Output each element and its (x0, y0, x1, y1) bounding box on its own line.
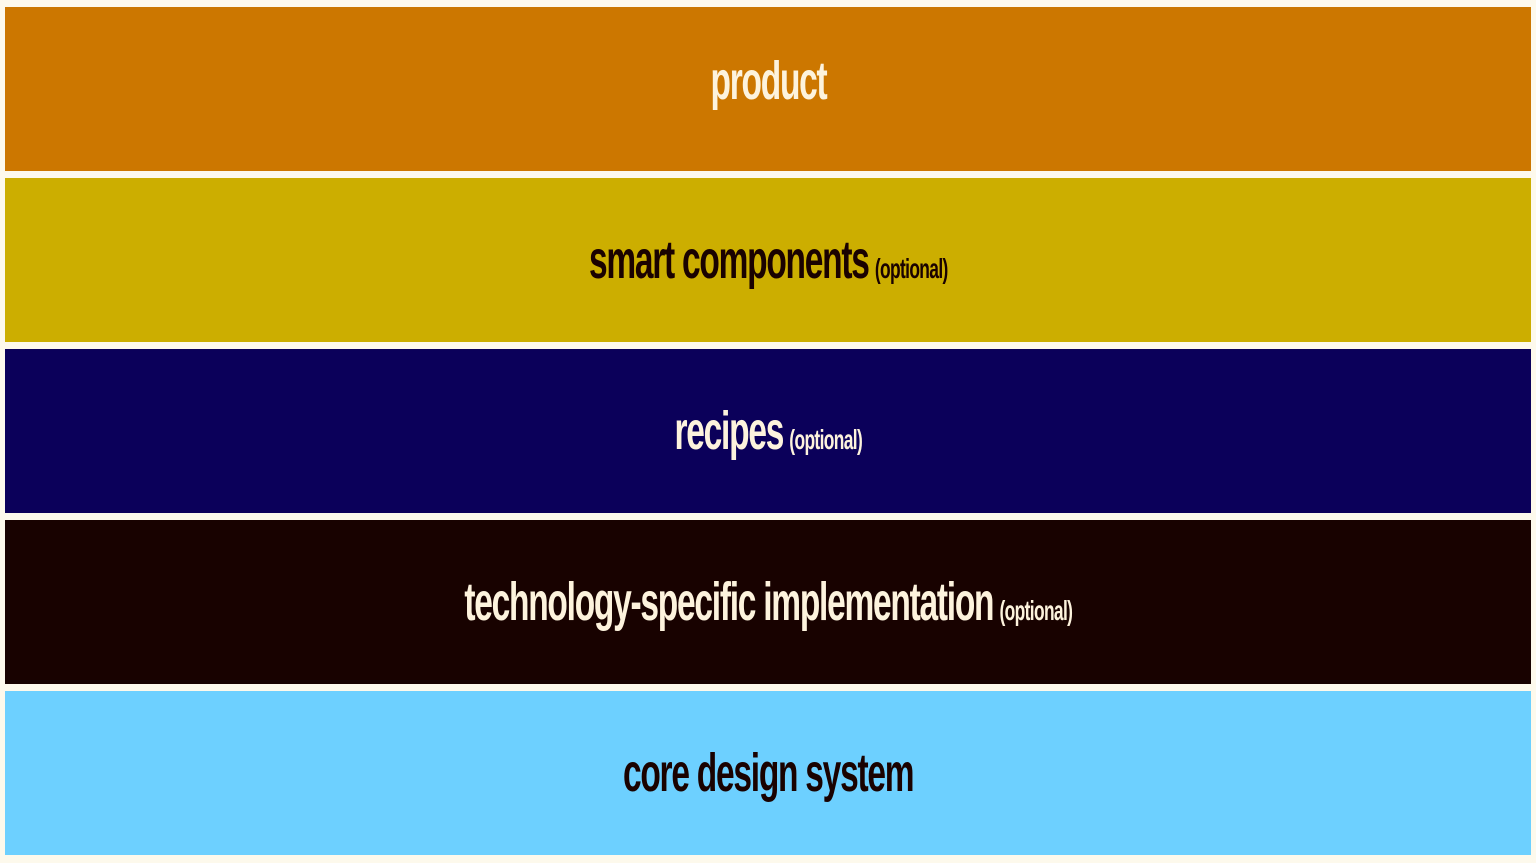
layer-label: recipes (674, 401, 784, 461)
layer-note: (optional) (874, 253, 948, 284)
layer-label: technology-specific implementation (463, 572, 994, 632)
layer-core-design-system: core design system (5, 691, 1531, 855)
layer-note: (optional) (999, 595, 1073, 626)
layer-recipes: recipes (optional) (5, 349, 1531, 513)
layer-smart-components: smart components (optional) (5, 178, 1531, 342)
layer-title: product (710, 50, 827, 112)
layer-title: technology-specific implementation (opti… (463, 571, 1073, 633)
layer-product: product (5, 7, 1531, 171)
layer-title: core design system (622, 742, 915, 804)
layer-title: smart components (optional) (589, 229, 948, 291)
layer-technology-specific-implementation: technology-specific implementation (opti… (5, 520, 1531, 684)
layer-label: core design system (622, 743, 915, 803)
layer-stack-diagram: product smart components (optional) reci… (5, 7, 1531, 855)
layer-label: product (710, 51, 827, 111)
layer-note: (optional) (788, 424, 862, 455)
layer-title: recipes (optional) (674, 400, 862, 462)
layer-label: smart components (588, 230, 870, 290)
